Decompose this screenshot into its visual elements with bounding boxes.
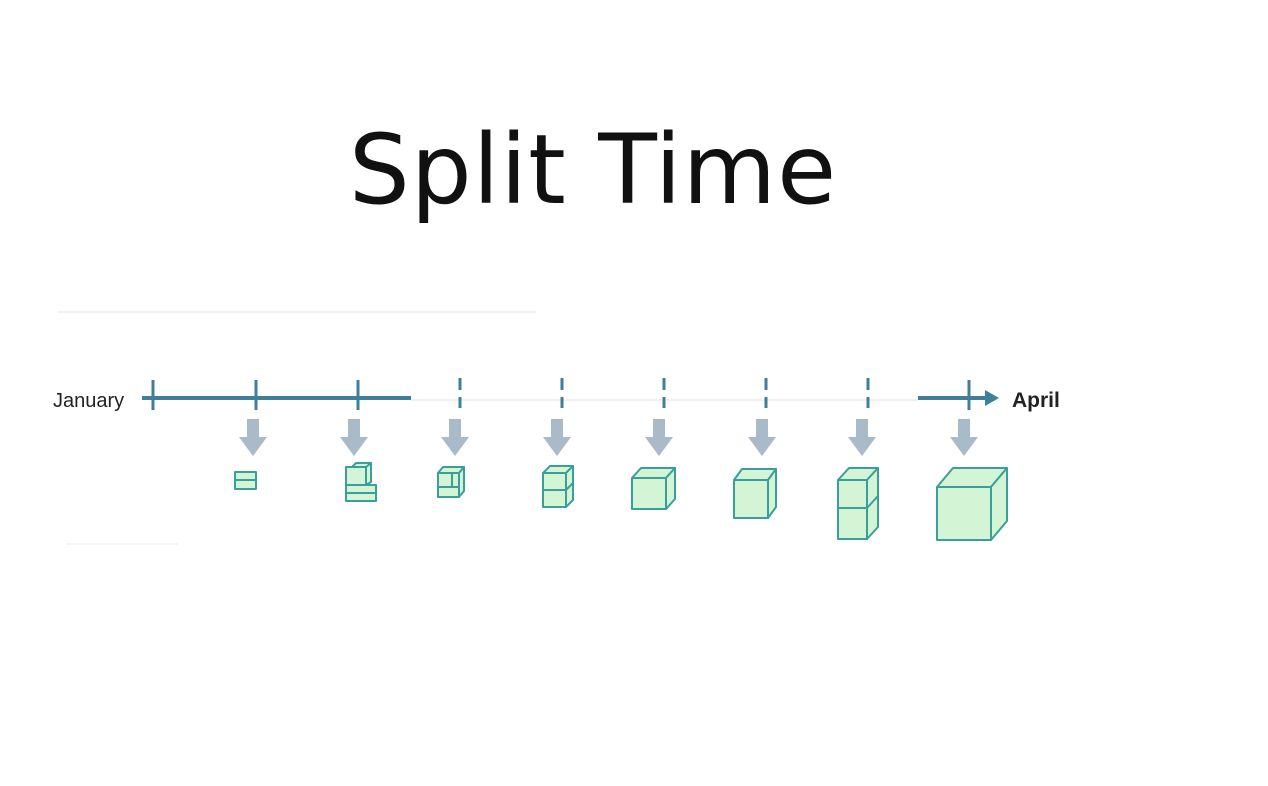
timeline-arrowhead [985, 390, 999, 406]
data-block-1 [235, 472, 256, 489]
data-block-7 [838, 468, 878, 539]
data-block-6 [734, 469, 776, 518]
down-arrow-icon [748, 419, 776, 456]
down-arrow-icon [239, 419, 267, 456]
data-block-5 [632, 468, 675, 509]
down-arrow-icon [543, 419, 571, 456]
down-arrow-icon [645, 419, 673, 456]
data-block-4 [543, 466, 573, 507]
down-arrow-icon [950, 419, 978, 456]
down-arrow-icon [340, 419, 368, 456]
data-block-3 [438, 467, 464, 497]
down-arrow-icon [441, 419, 469, 456]
data-block-2 [346, 463, 376, 501]
data-block-8 [937, 468, 1007, 540]
down-arrow-icon [848, 419, 876, 456]
